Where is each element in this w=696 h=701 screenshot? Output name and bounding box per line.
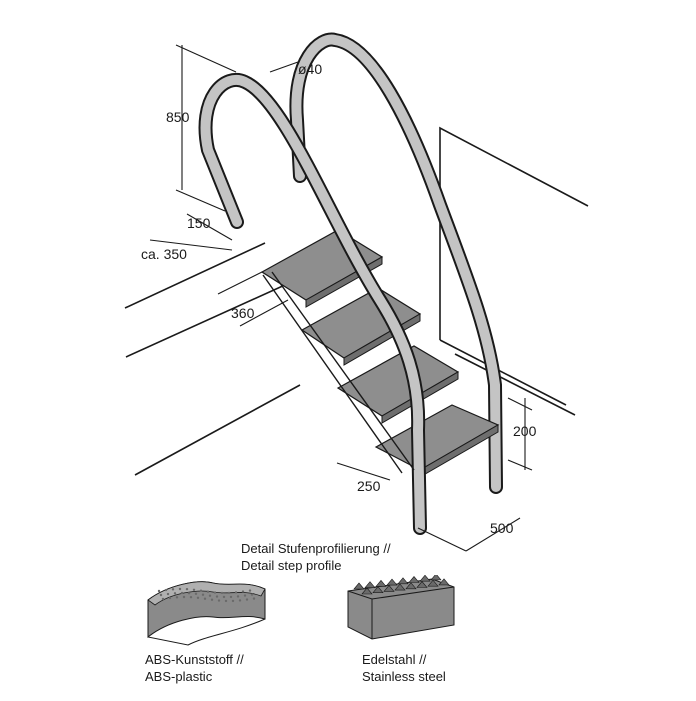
abs-texture-dot <box>215 595 219 598</box>
steel-tooth <box>419 575 431 582</box>
abs-texture-dot <box>250 593 254 596</box>
abs-label-de: ABS-Kunststoff // <box>145 652 244 667</box>
abs-texture-dot <box>182 595 186 599</box>
steel-tooth <box>372 586 384 594</box>
abs-texture-dot <box>187 591 191 595</box>
abs-texture-dot <box>224 599 228 603</box>
abs-texture-dot <box>185 587 189 591</box>
abs-texture-dot <box>252 597 256 600</box>
abs-texture-dot <box>189 595 193 599</box>
abs-texture-dot <box>203 597 207 600</box>
abs-texture-dot <box>161 597 165 601</box>
abs-texture-dot <box>164 588 168 592</box>
steel-profile-sample <box>347 575 455 640</box>
pool-floor-line <box>134 384 301 476</box>
abs-texture-dot <box>227 591 231 595</box>
abs-texture-dot <box>194 592 198 596</box>
abs-texture-dot <box>171 588 175 591</box>
abs-texture-dot <box>243 594 247 597</box>
abs-texture-dot <box>231 599 235 603</box>
pool-edge <box>124 126 589 476</box>
abs-texture-dot <box>236 595 240 598</box>
handrail-front <box>198 73 427 535</box>
abs-texture-dot <box>220 591 224 595</box>
steel-tooth <box>438 578 450 586</box>
steel-tooth <box>430 575 442 581</box>
dim-handrail-height: 850 <box>166 109 190 125</box>
abs-texture-dot <box>217 599 221 602</box>
abs-texture-dot <box>229 595 233 599</box>
abs-texture-dot <box>222 595 226 599</box>
steel-tooth <box>416 581 428 588</box>
stringers <box>262 271 415 474</box>
steel-label-de: Edelstahl // <box>362 652 427 667</box>
abs-texture-dot <box>199 589 203 592</box>
abs-texture-dot <box>180 591 184 595</box>
abs-texture-dot <box>206 590 210 593</box>
dimension-lines <box>149 44 533 552</box>
abs-texture-dot <box>159 593 163 597</box>
steel-tooth <box>397 577 409 585</box>
abs-texture-dot <box>157 589 161 593</box>
dim-tread-depth: 250 <box>357 478 381 494</box>
steel-tooth <box>353 582 365 590</box>
steel-tooth <box>408 576 420 583</box>
dim-tread-width: 360 <box>231 305 255 321</box>
abs-texture-dot <box>213 591 217 594</box>
steel-tooth <box>386 578 398 586</box>
abs-texture-dot <box>245 598 249 601</box>
abs-texture-dot <box>175 596 179 599</box>
detail-title-en: Detail step profile <box>241 558 342 573</box>
abs-texture-dot <box>208 594 212 597</box>
dim-approx-depth: ca. 350 <box>141 246 187 262</box>
steel-tooth <box>405 582 417 590</box>
detail-title-de: Detail Stufenprofilierung // <box>241 541 391 556</box>
abs-texture-dot <box>196 596 200 600</box>
pool-floor-right <box>454 353 576 416</box>
pool-coping-top <box>124 242 266 309</box>
dim-step-rise: 200 <box>513 423 537 439</box>
abs-texture-dot <box>201 593 205 596</box>
steel-tooth <box>394 583 406 591</box>
abs-label-en: ABS-plastic <box>145 669 213 684</box>
abs-profile-sample <box>147 581 266 646</box>
abs-texture-dot <box>234 591 238 594</box>
abs-texture-dot <box>192 588 196 592</box>
abs-texture-dot <box>248 589 252 592</box>
abs-texture-dot <box>178 587 182 591</box>
steel-tooth <box>427 579 439 587</box>
abs-texture-dot <box>168 596 172 600</box>
abs-texture-dot <box>238 599 242 602</box>
steel-tooth <box>375 579 387 587</box>
abs-texture-dot <box>166 592 170 596</box>
steel-tooth <box>383 584 395 592</box>
pool-wall-inner <box>439 339 567 406</box>
steel-tooth <box>361 587 373 595</box>
steel-tooth <box>364 581 376 588</box>
handrail-back <box>289 32 503 494</box>
dim-tube-diameter: ø40 <box>298 61 323 77</box>
abs-texture-dot <box>173 592 177 595</box>
steel-label-en: Stainless steel <box>362 669 446 684</box>
abs-texture-dot <box>241 590 245 593</box>
pool-wall-edge <box>439 126 589 340</box>
dim-base-width: 500 <box>490 520 514 536</box>
abs-texture-dot <box>210 598 214 601</box>
dim-offset: 150 <box>187 215 211 231</box>
